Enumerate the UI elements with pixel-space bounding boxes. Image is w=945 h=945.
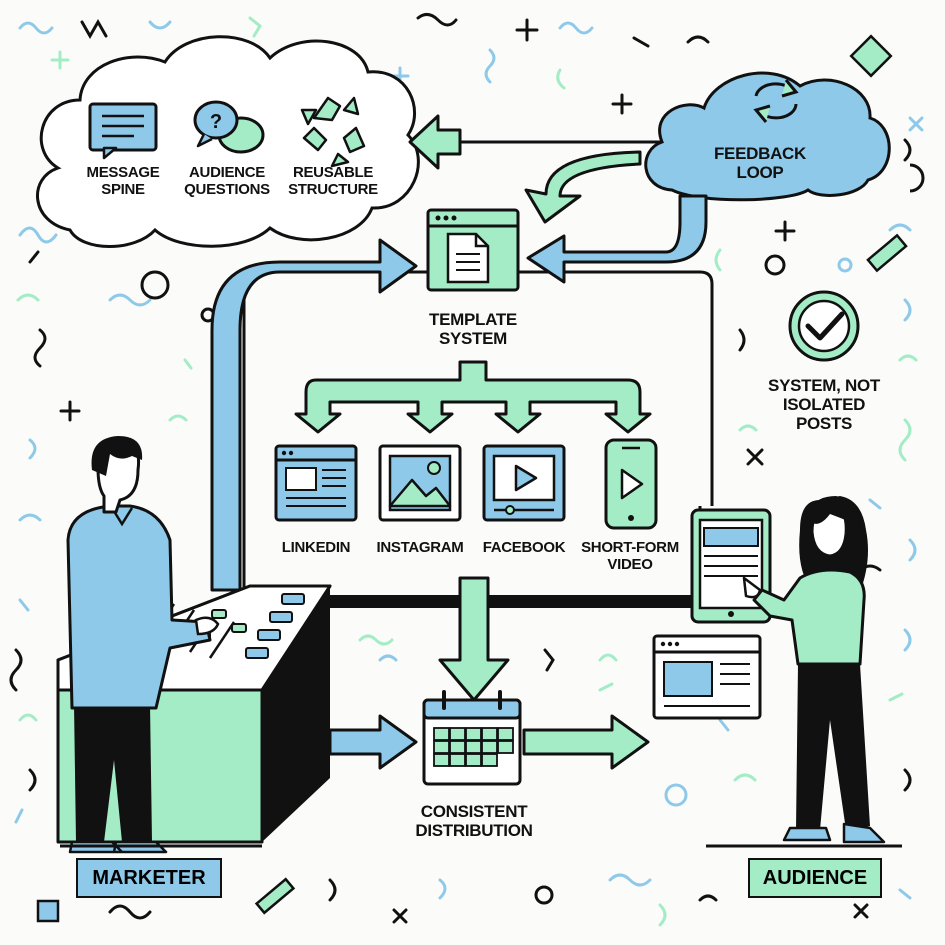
- message-spine-label: MESSAGE SPINE: [70, 164, 176, 199]
- audience-questions-line2: QUESTIONS: [184, 180, 270, 198]
- browser-window: [652, 634, 762, 720]
- channel-label-linkedin: LINKEDIN: [266, 539, 366, 557]
- question-speech-bubbles-icon: ?: [193, 100, 265, 154]
- message-spine-line2: SPINE: [101, 180, 145, 198]
- arrow-distribution-to-audience: [522, 714, 650, 770]
- refresh-cycle-icon: [753, 79, 799, 123]
- decorative-confetti: [9, 13, 918, 927]
- short-form-line2: VIDEO: [607, 555, 653, 573]
- distribution-line2: DISTRIBUTION: [415, 821, 533, 841]
- facebook-text: FACEBOOK: [482, 539, 566, 556]
- branch-arrow-to-channels: [294, 360, 652, 434]
- marketer-role-box: MARKETER: [76, 858, 222, 898]
- arrow-marketer-to-template: [210, 238, 418, 592]
- decorative-squares: [36, 34, 908, 923]
- message-spine-line1: MESSAGE: [86, 164, 160, 181]
- template-window-icon: [426, 208, 520, 292]
- arrow-feedback-to-ideas: [408, 114, 676, 170]
- webpage-icon: [274, 444, 358, 522]
- image-icon: [378, 444, 462, 522]
- reusable-structure-label: REUSABLE STRUCTURE: [276, 164, 390, 199]
- check-circle-icon: [788, 290, 860, 362]
- short-form-line1: SHORT-FORM: [581, 539, 679, 556]
- template-system-line1: TEMPLATE: [429, 310, 517, 329]
- system-note-line2: ISOLATED: [782, 395, 866, 415]
- feedback-line2: LOOP: [736, 163, 784, 183]
- template-system-label: TEMPLATE SYSTEM: [408, 310, 538, 348]
- arrow-channels-to-distribution: [438, 576, 510, 702]
- calendar-icon: [422, 690, 522, 786]
- document-lines-icon: [88, 102, 158, 160]
- svg-text:?: ?: [210, 111, 222, 133]
- system-note-label: SYSTEM, NOT ISOLATED POSTS: [746, 376, 902, 433]
- linkedin-text: LINKEDIN: [281, 539, 351, 556]
- arrow-marketer-to-distribution: [328, 714, 418, 770]
- distribution-line1: CONSISTENT: [420, 802, 528, 821]
- arrow-feedback-curve: [524, 150, 642, 224]
- channel-label-instagram: INSTAGRAM: [366, 539, 474, 557]
- reusable-structure-line1: REUSABLE: [292, 164, 374, 181]
- system-note-line1: SYSTEM, NOT: [768, 376, 880, 395]
- recycle-arrows-icon: [300, 96, 366, 168]
- instagram-text: INSTAGRAM: [376, 539, 464, 556]
- channel-label-short-form-video: SHORT-FORM VIDEO: [574, 539, 686, 574]
- distribution-label: CONSISTENT DISTRIBUTION: [398, 802, 550, 840]
- feedback-line1: FEEDBACK: [713, 144, 807, 163]
- template-system-line2: SYSTEM: [438, 329, 508, 349]
- arrow-feedback-to-template: [526, 194, 708, 284]
- video-player-icon: [482, 444, 566, 522]
- audience-role-box: AUDIENCE: [748, 858, 882, 898]
- audience-figure: [742, 496, 886, 844]
- audience-questions-line1: AUDIENCE: [189, 164, 265, 181]
- audience-questions-label: AUDIENCE QUESTIONS: [174, 164, 280, 199]
- system-note-line3: POSTS: [795, 414, 853, 434]
- reusable-structure-line2: STRUCTURE: [288, 180, 378, 198]
- feedback-loop-label: FEEDBACK LOOP: [706, 144, 814, 182]
- channel-label-facebook: FACEBOOK: [474, 539, 574, 557]
- phone-video-icon: [604, 438, 658, 530]
- feedback-cloud: [644, 71, 891, 202]
